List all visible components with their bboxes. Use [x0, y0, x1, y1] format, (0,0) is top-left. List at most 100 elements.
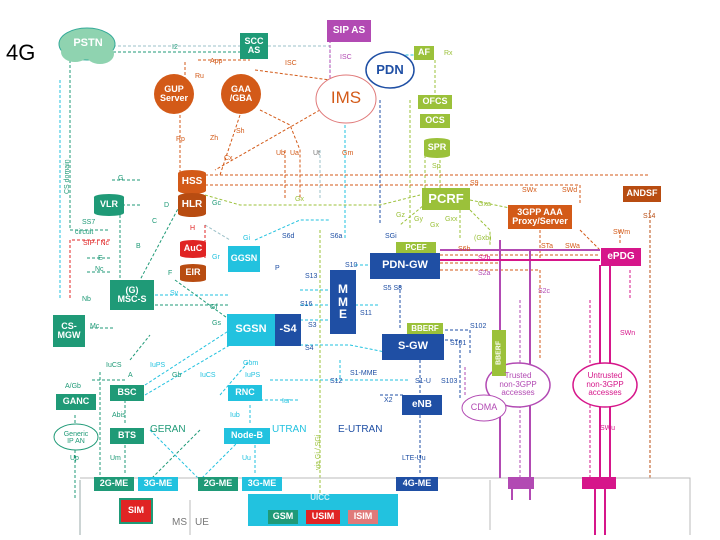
- label-uu: Uu: [242, 455, 251, 462]
- pdn-node[interactable]: PDN: [376, 62, 404, 78]
- pcrf-node[interactable]: PCRF: [422, 188, 470, 210]
- untrusted-access-node[interactable]: Untrusted non-3GPP accesses: [586, 371, 624, 398]
- eir-node[interactable]: EIR: [180, 264, 206, 282]
- spr-node[interactable]: SPR: [424, 138, 450, 158]
- scc-as-node[interactable]: SCC AS: [240, 33, 268, 59]
- label-gz: Gz: [396, 212, 405, 219]
- label-s5s8: S5 S8: [383, 285, 403, 292]
- label-s13: S13: [305, 273, 318, 280]
- label-isc2: ISC: [340, 54, 352, 61]
- label-iub: Iub: [230, 412, 240, 419]
- label-nc: SIP-I Nc: [83, 240, 110, 247]
- ims-node[interactable]: IMS: [330, 88, 362, 108]
- label-ue: UE: [195, 517, 209, 528]
- label-um1: Um: [110, 455, 121, 462]
- label-nb: Nb: [82, 296, 91, 303]
- label-sh: Sh: [236, 128, 245, 135]
- af-node[interactable]: AF: [414, 46, 434, 60]
- auc-node[interactable]: AuC: [180, 240, 206, 258]
- ggsn-node[interactable]: GGSN: [228, 246, 260, 272]
- enb-node[interactable]: eNB: [402, 395, 442, 415]
- label-s2c: S2c: [538, 288, 551, 295]
- label-cs-domain: CS domain: [64, 159, 71, 194]
- label-e-utran: E-UTRAN: [338, 424, 383, 435]
- label-rx: Rx: [444, 50, 453, 57]
- label-c: C: [152, 218, 158, 225]
- label-gs: Gs: [212, 320, 221, 327]
- me-2g-left[interactable]: 2G-ME: [94, 477, 134, 491]
- label-gc: Gc: [212, 200, 221, 207]
- label-h: H: [190, 225, 196, 232]
- trusted-access-node[interactable]: Trusted non-3GPP accesses: [499, 371, 537, 398]
- me-4g[interactable]: 4G-ME: [396, 477, 438, 491]
- label-iups1: IuPS: [150, 362, 166, 369]
- ocs-node[interactable]: OCS: [420, 114, 450, 128]
- label-gxa: Gxa: [478, 201, 491, 208]
- label-swd: SWd: [562, 187, 578, 194]
- label-gx-top: Gx: [295, 196, 304, 203]
- label-gf: Gf: [210, 304, 218, 311]
- pstn-cloud[interactable]: PSTN: [73, 37, 103, 50]
- label-app: App: [210, 58, 223, 65]
- label-iur: Iur: [282, 398, 291, 405]
- generic-ip-an-node[interactable]: Generic IP AN: [63, 430, 89, 445]
- label-s11: S11: [360, 310, 372, 317]
- label-isc1: ISC: [285, 60, 297, 67]
- usim-app[interactable]: USIM: [306, 510, 340, 524]
- label-s1mme: S1-MME: [350, 370, 378, 377]
- label-gxc: Gxx: [445, 216, 458, 223]
- aaa-node[interactable]: 3GPP AAA Proxy/Server: [508, 205, 572, 229]
- label-swm: SWm: [613, 229, 631, 236]
- cs-mgw-node[interactable]: CS- MGW: [53, 315, 85, 347]
- label-swa: SWa: [565, 243, 580, 250]
- gaa-gba-node[interactable]: GAA /GBA: [229, 83, 253, 103]
- andsf-node[interactable]: ANDSF: [623, 186, 661, 202]
- label-ms: MS: [172, 517, 187, 528]
- me-3g-right[interactable]: 3G-ME: [242, 477, 282, 491]
- gup-server-node[interactable]: GUP Server: [159, 83, 189, 103]
- bberf-sgw-node[interactable]: BBERF: [407, 323, 443, 335]
- label-ub: Ub: [276, 150, 285, 157]
- label-e: E: [98, 255, 103, 262]
- s-gw-node[interactable]: S-GW: [382, 334, 444, 360]
- msc-s-node[interactable]: (G) MSC-S: [110, 280, 154, 310]
- me-2g-right[interactable]: 2G-ME: [198, 477, 238, 491]
- ofcs-node[interactable]: OFCS: [418, 95, 452, 109]
- mme-node[interactable]: M M E: [330, 270, 356, 334]
- label-p: P: [275, 265, 280, 272]
- sgsn-node[interactable]: SGSN: [227, 314, 275, 346]
- label-gxb: (Gxb): [474, 235, 492, 242]
- page-label: 4G: [6, 40, 36, 65]
- pdn-gw-node[interactable]: PDN-GW: [370, 253, 440, 279]
- hss-node[interactable]: HSS: [178, 170, 206, 194]
- terminal-zone: [79, 240, 691, 535]
- bsc-node[interactable]: BSC: [110, 385, 144, 401]
- label-utran: UTRAN: [272, 424, 307, 435]
- label-s14: S14: [643, 213, 656, 220]
- label-iucs2: IuCS: [200, 372, 216, 379]
- label-swu: SWu: [600, 425, 616, 432]
- label-gom: Gom: [243, 360, 259, 367]
- bts-node[interactable]: BTS: [110, 428, 144, 444]
- hlr-node[interactable]: HLR: [178, 193, 206, 217]
- gsm-app[interactable]: GSM: [268, 510, 298, 524]
- label-swn: SWn: [620, 330, 636, 337]
- me-magenta-untrusted: [582, 477, 616, 489]
- vlr-node[interactable]: VLR: [94, 194, 124, 216]
- cdma-node[interactable]: CDMA: [470, 402, 498, 413]
- s4-node[interactable]: -S4: [275, 314, 301, 346]
- label-via-gi-sgi: via Gi / SGi: [315, 434, 322, 470]
- epdg-node[interactable]: ePDG: [601, 248, 641, 266]
- label-cx: Cx: [224, 155, 233, 162]
- label-i2: I2: [172, 44, 178, 51]
- sip-as-node[interactable]: SIP AS: [327, 20, 371, 42]
- pcef-node[interactable]: PCEF: [396, 242, 436, 254]
- label-geran: GERAN: [150, 424, 186, 435]
- label-s4: S4: [305, 345, 314, 352]
- me-3g-left[interactable]: 3G-ME: [138, 477, 178, 491]
- ganc-node[interactable]: GANC: [56, 394, 96, 410]
- sim-card[interactable]: SIM: [119, 498, 153, 524]
- node-b-node[interactable]: Node-B: [224, 428, 270, 444]
- rnc-node[interactable]: RNC: [228, 385, 262, 401]
- isim-app[interactable]: ISIM: [348, 510, 378, 524]
